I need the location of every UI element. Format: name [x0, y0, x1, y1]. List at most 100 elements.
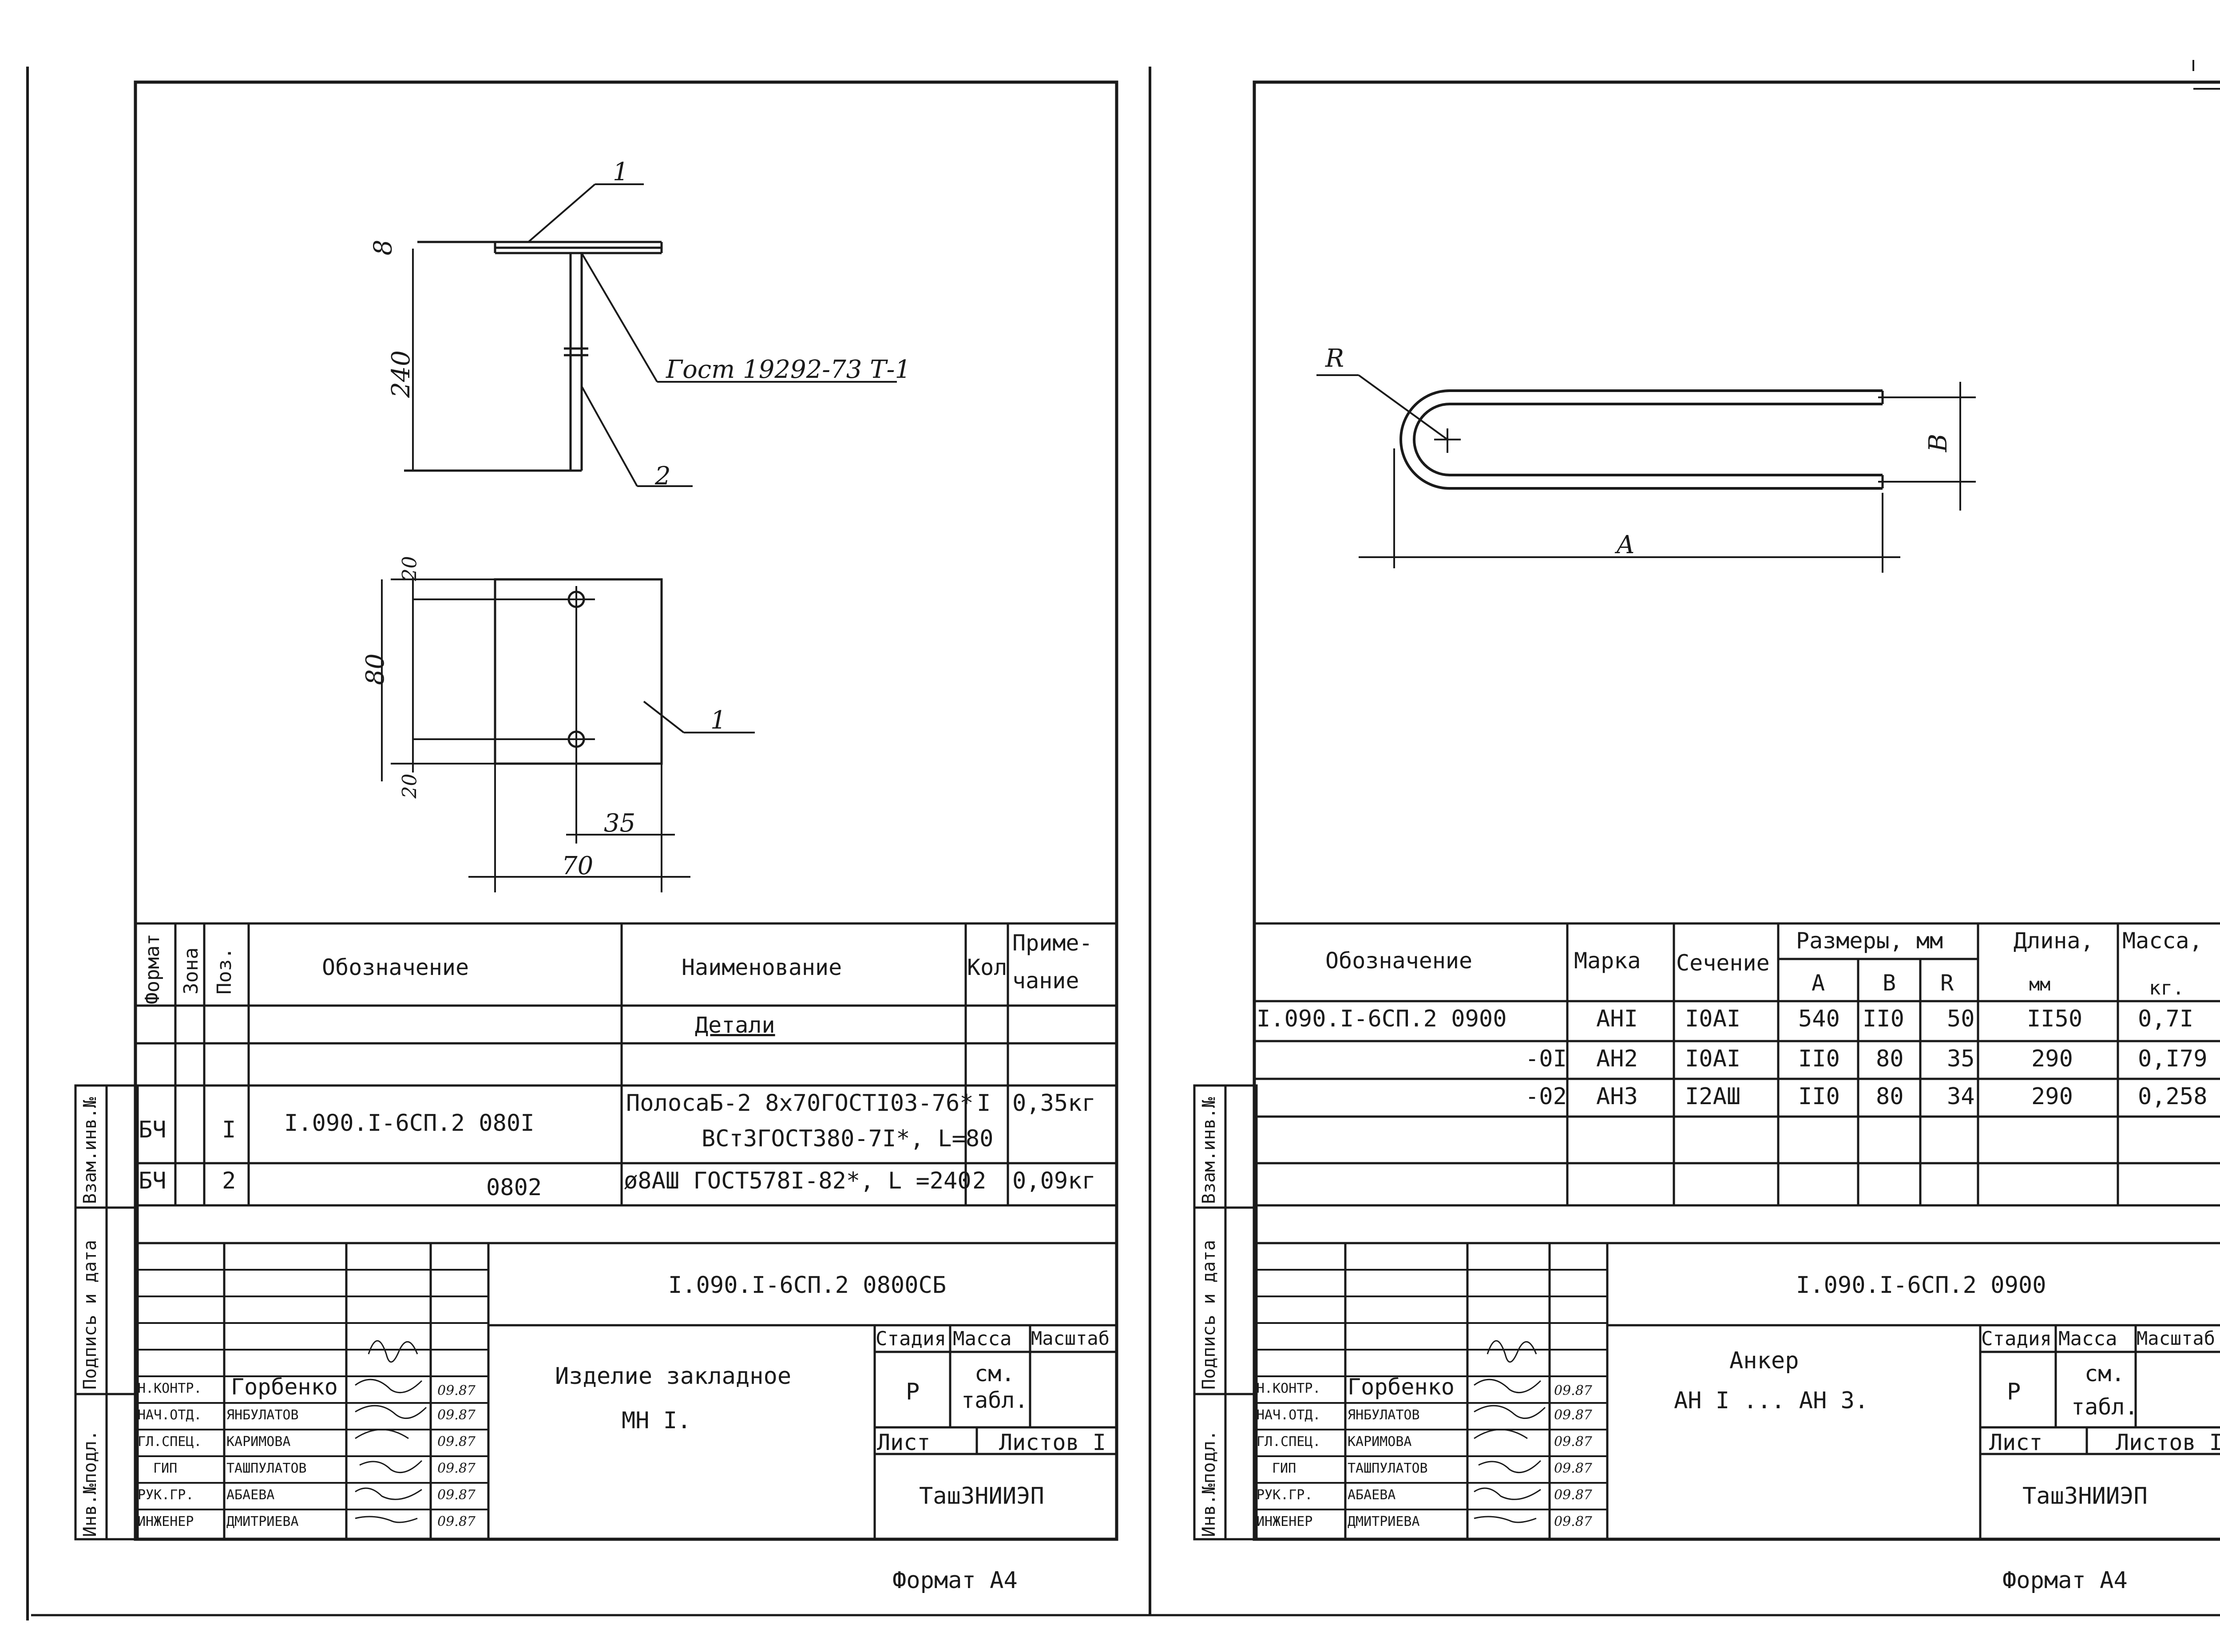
hdr-mark: Марка — [1574, 948, 1641, 974]
stamp-code: I.090.I-6СП.2 0900 — [1796, 1272, 2046, 1299]
r1-section: I0АI — [1685, 1006, 1741, 1032]
role-2: ГЛ.СПЕЦ. — [138, 1434, 202, 1450]
stamp-mass-a: см. — [975, 1361, 1015, 1387]
r2-mass: 0,I79 — [2138, 1046, 2208, 1072]
hdr-length-b: мм — [2029, 975, 2051, 995]
stamp-scale-label: Масштаб — [2137, 1327, 2216, 1349]
row1-designation: I.090.I-6СП.2 080I — [284, 1110, 535, 1137]
dim-80: 80 — [361, 653, 390, 685]
r2-section: I0АI — [1685, 1046, 1741, 1072]
name-2: КАРИМОВА — [226, 1434, 291, 1450]
side-vzam-inv: Взам.инв.№ — [1199, 1097, 1219, 1204]
date-1: 09.87 — [437, 1407, 476, 1423]
row1-pos: I — [222, 1117, 236, 1143]
row2-pos: 2 — [222, 1168, 236, 1194]
stamp-title-a: Изделие закладное — [555, 1363, 792, 1390]
role-2: ГЛ.СПЕЦ. — [1257, 1434, 1321, 1450]
name-5: ДМИТРИЕВА — [1348, 1514, 1420, 1529]
row2-format: БЧ — [139, 1168, 166, 1194]
side-inv-podl: Инв.№подл. — [1199, 1430, 1219, 1537]
side-inv-podl: Инв.№подл. — [80, 1430, 100, 1537]
r2-B: 80 — [1876, 1046, 1904, 1072]
dim-thickness: 8 — [369, 239, 398, 256]
hdr-designation: Обозначение — [322, 955, 469, 980]
leader-pos-2: 2 — [655, 462, 671, 491]
hdr-note-b: чание — [1012, 968, 1079, 994]
dim-35: 35 — [604, 809, 636, 838]
role-1: НАЧ.ОТД. — [138, 1407, 202, 1423]
role-5: ИНЖЕНЕР — [138, 1514, 194, 1529]
hdr-mass-a: Масса, — [2122, 928, 2203, 954]
stamp-sheets-label: Листов I — [999, 1430, 1106, 1455]
date-4: 09.87 — [1554, 1487, 1592, 1503]
r1-mass: 0,7I — [2138, 1006, 2194, 1032]
r2-length: 290 — [2031, 1046, 2073, 1072]
stamp-mass-label: Масса — [953, 1327, 1012, 1350]
r1-R: 50 — [1947, 1006, 1975, 1032]
stamp-stage-label: Стадия — [1981, 1327, 2052, 1350]
role-4: РУК.ГР. — [138, 1487, 194, 1503]
stamp-stage: Р — [2007, 1379, 2021, 1405]
date-4: 09.87 — [437, 1487, 476, 1503]
hdr-section: Сечение — [1676, 950, 1770, 976]
date-3: 09.87 — [437, 1461, 476, 1476]
signatures-right — [1474, 1340, 1546, 1523]
r1-length: II50 — [2027, 1006, 2083, 1032]
role-0: Н.КОНТР. — [138, 1381, 202, 1396]
dim-A: А — [1616, 531, 1635, 559]
role-0: Н.КОНТР. — [1257, 1381, 1321, 1396]
leader-gost-weld: Гост 19292-73 Т-1 — [666, 355, 911, 384]
hdr-dim-A: А — [1812, 970, 1825, 996]
stamp-mass-b: табл. — [2071, 1394, 2138, 1420]
stamp-sheet-label: Лист — [1989, 1430, 2043, 1455]
name-5: ДМИТРИЕВА — [226, 1514, 299, 1529]
stamp-mass-a: см. — [2085, 1361, 2125, 1387]
date-3: 09.87 — [1554, 1461, 1592, 1476]
stamp-sheets-label: Листов I — [2116, 1430, 2220, 1455]
r3-B: 80 — [1876, 1083, 1904, 1110]
row2-note: 0,09кг — [1012, 1168, 1096, 1194]
dim-height-240: 240 — [386, 350, 416, 398]
side-signature-date: Подпись и дата — [80, 1240, 100, 1390]
row2-designation: 0802 — [486, 1174, 542, 1201]
date-5: 09.87 — [1554, 1514, 1592, 1529]
r3-mark: АН3 — [1596, 1083, 1638, 1110]
role-3: ГИП — [1272, 1461, 1296, 1476]
r3-length: 290 — [2031, 1083, 2073, 1110]
r2-designation: -0I — [1525, 1046, 1567, 1072]
dim-20-bottom: 20 — [398, 773, 421, 799]
name-3: ТАШПУЛАТОВ — [226, 1461, 307, 1476]
leader-pos-1: 1 — [613, 158, 629, 186]
signatures-left — [355, 1340, 427, 1523]
r1-B: II0 — [1863, 1006, 1904, 1032]
hdr-mass-b: кг. — [2149, 977, 2184, 999]
r3-designation: -02 — [1525, 1083, 1567, 1110]
date-2: 09.87 — [1554, 1434, 1592, 1450]
name-4: АБАЕВА — [226, 1487, 275, 1503]
date-1: 09.87 — [1554, 1407, 1592, 1423]
stamp-title-b: АН I ... АН 3. — [1674, 1387, 1869, 1414]
r1-designation: I.090.I-6СП.2 0900 — [1257, 1006, 1507, 1032]
r3-A: II0 — [1798, 1083, 1840, 1110]
dim-B: В — [1924, 433, 1953, 452]
leader-pos-1-plan: 1 — [710, 706, 726, 735]
stamp-sheet-label: Лист — [877, 1430, 931, 1455]
name-2: КАРИМОВА — [1348, 1434, 1412, 1450]
format-label: Формат А4 — [892, 1567, 1018, 1594]
r3-R: 34 — [1947, 1083, 1975, 1110]
dim-70: 70 — [562, 852, 594, 880]
row1-qty: I — [977, 1090, 991, 1117]
side-vzam-inv: Взам.инв.№ — [80, 1097, 100, 1204]
stamp-org: ТашЗНИИЭП — [2022, 1483, 2148, 1509]
hdr-pos: Поз. — [213, 947, 236, 994]
r1-mark: АНI — [1596, 1006, 1638, 1032]
stamp-org: ТашЗНИИЭП — [919, 1483, 1044, 1509]
hdr-length-a: Длина, — [2014, 928, 2094, 954]
role-1: НАЧ.ОТД. — [1257, 1407, 1321, 1423]
row1-note: 0,35кг — [1012, 1090, 1096, 1117]
stamp-mass-label: Масса — [2058, 1327, 2117, 1350]
date-2: 09.87 — [437, 1434, 476, 1450]
dim-R: R — [1325, 344, 1344, 373]
stamp-mass-b: табл. — [961, 1387, 1028, 1413]
